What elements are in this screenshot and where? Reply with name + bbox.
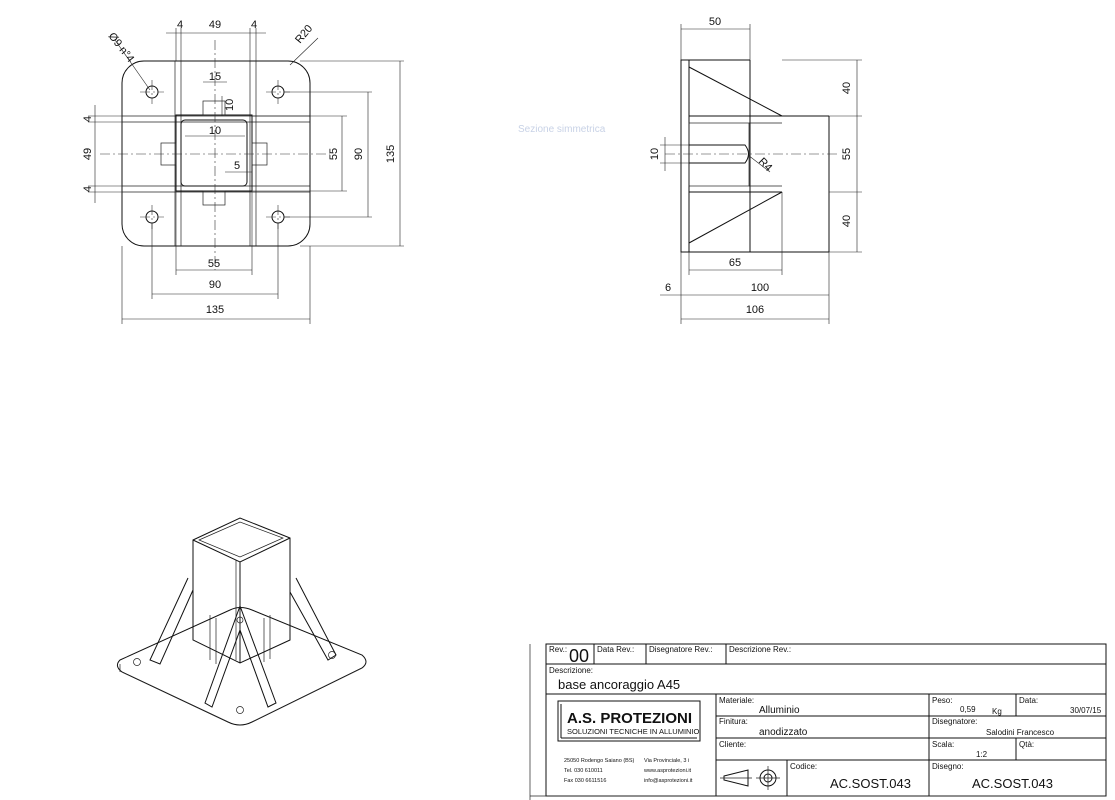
fax: Fax 030 6611516 [564, 778, 606, 784]
dim-40-top: 40 [841, 82, 853, 94]
phone: Tel. 030 610011 [564, 768, 603, 774]
dim-4-left-bottom: 4 [82, 186, 94, 192]
email: info@asprotezioni.it [644, 778, 693, 784]
title-block: Rev.: 00 Data Rev.: Disegnatore Rev.: De… [545, 643, 1107, 797]
dim-55-right: 55 [328, 148, 340, 160]
data-rev-label: Data Rev.: [597, 645, 634, 654]
ghost-section-label: Sezione simmetrica [518, 124, 606, 135]
drawing-value: AC.SOST.043 [972, 776, 1053, 791]
material-label: Materiale: [719, 696, 754, 705]
weight-label: Peso: [932, 696, 952, 705]
dim-135-bottom: 135 [206, 304, 224, 316]
isometric-view [116, 517, 367, 726]
dim-40-bottom: 40 [841, 215, 853, 227]
code-value: AC.SOST.043 [830, 776, 911, 791]
date-label: Data: [1019, 696, 1038, 705]
weight-unit: Kg [992, 707, 1002, 716]
side-view: 50 40 55 40 10 R4 65 6 100 106 [649, 16, 862, 324]
code-label: Codice: [790, 762, 817, 771]
description-label: Descrizione: [549, 666, 593, 675]
dim-90-right: 90 [353, 148, 365, 160]
dim-49-top: 49 [209, 19, 221, 31]
square-tube-inner [180, 119, 248, 187]
dim-65: 65 [729, 257, 741, 269]
address-1: 25050 Rodengo Saiano (BS) [564, 758, 634, 764]
client-label: Cliente: [719, 740, 746, 749]
dim-4-top-left: 4 [177, 19, 183, 31]
projection-symbol-icon [720, 766, 780, 790]
dim-4-left-top: 4 [82, 116, 94, 122]
dim-15: 15 [209, 71, 221, 83]
website: www.asprotezioni.it [643, 768, 692, 774]
dim-10-vertical: 10 [224, 99, 236, 111]
scale-label: Scala: [932, 740, 954, 749]
dim-90-bottom: 90 [209, 279, 221, 291]
company-tagline: SOLUZIONI TECNICHE IN ALLUMINIO [567, 727, 700, 736]
qty-label: Qtà: [1019, 740, 1034, 749]
material-value: Alluminio [759, 705, 800, 716]
scale-value: 1:2 [976, 750, 988, 759]
dim-10-side: 10 [649, 148, 661, 160]
dim-55-bottom: 55 [208, 258, 220, 270]
designer-value: Salodini Francesco [986, 728, 1055, 737]
dim-5: 5 [234, 160, 240, 172]
desc-rev-label: Descrizione Rev.: [729, 645, 791, 654]
rev-label: Rev.: [549, 645, 567, 654]
front-view: 4 49 4 Ø9 n°4 R20 15 10 10 5 4 49 4 55 [82, 19, 404, 324]
dim-radius-r4: R4 [756, 156, 774, 174]
dim-10-horizontal: 10 [209, 125, 221, 137]
drawing-label: Disegno: [932, 762, 964, 771]
dim-55-side: 55 [841, 148, 853, 160]
dim-106: 106 [746, 304, 764, 316]
dim-4-top-right: 4 [251, 19, 257, 31]
finish-label: Finitura: [719, 717, 748, 726]
designer-label: Disegnatore: [932, 717, 977, 726]
finish-value: anodizzato [759, 727, 808, 738]
date-value: 30/07/15 [1070, 706, 1102, 715]
weight-value: 0,59 [960, 705, 976, 714]
dim-50: 50 [709, 16, 721, 28]
rev-value: 00 [569, 646, 589, 666]
description-value: base ancoraggio A45 [558, 677, 680, 692]
dim-6: 6 [665, 282, 671, 294]
base-plate-outline [121, 60, 311, 247]
dim-135-right: 135 [385, 145, 397, 163]
designer-rev-label: Disegnatore Rev.: [649, 645, 712, 654]
address-2: Via Provinciale, 3 i [644, 758, 689, 764]
dim-49-left: 49 [82, 148, 94, 160]
company-name: A.S. PROTEZIONI [567, 710, 692, 727]
dim-100: 100 [751, 282, 769, 294]
dim-hole-callout: Ø9 n°4 [106, 30, 137, 64]
dim-radius-r20: R20 [293, 23, 315, 46]
